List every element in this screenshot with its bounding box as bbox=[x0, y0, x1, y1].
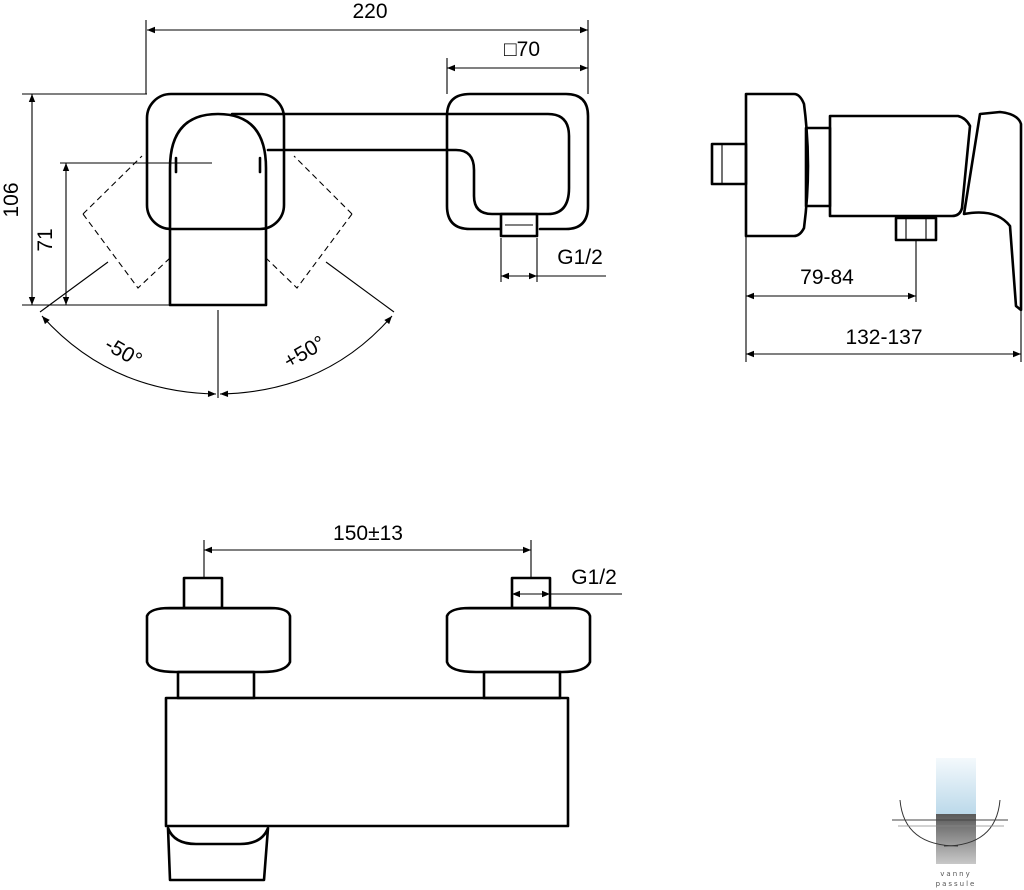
left-rosette bbox=[145, 92, 286, 231]
side-rosette bbox=[744, 92, 810, 238]
rotated-handle-right bbox=[265, 155, 353, 289]
angle-left-label: -50° bbox=[101, 333, 146, 372]
angle-arc-left bbox=[41, 315, 217, 398]
dim-150-label: 150±13 bbox=[333, 522, 403, 545]
angle-arc-right bbox=[219, 315, 393, 398]
logo-blue-block bbox=[936, 758, 976, 814]
side-connector bbox=[710, 142, 748, 186]
connector-stub bbox=[499, 212, 539, 238]
front-left-neck bbox=[176, 670, 256, 700]
side-view: 79-84 132-137 bbox=[710, 92, 1023, 362]
front-body bbox=[164, 696, 570, 828]
front-right-neck bbox=[482, 670, 562, 700]
right-rosette bbox=[445, 92, 590, 231]
front-left-rosette bbox=[145, 606, 292, 674]
dim-g12-top-label: G1/2 bbox=[557, 246, 603, 269]
spout-arm bbox=[230, 112, 571, 216]
dim-220-label: 220 bbox=[352, 0, 387, 23]
front-left-stub bbox=[182, 576, 224, 610]
dim-106-label: 106 bbox=[0, 182, 23, 217]
side-bottom-connector bbox=[894, 216, 938, 242]
logo-text-line1: vanny bbox=[940, 870, 971, 878]
logo-text-line2: passule bbox=[936, 880, 977, 888]
dim-g12-front-label: G1/2 bbox=[571, 566, 617, 589]
dim-132-137-label: 132-137 bbox=[845, 326, 922, 349]
front-lever bbox=[166, 826, 270, 882]
dim-79-84-label: 79-84 bbox=[800, 266, 854, 289]
front-right-rosette bbox=[445, 606, 592, 674]
lever-handle bbox=[168, 112, 268, 307]
brand-logo: vanny passule bbox=[892, 758, 1008, 888]
front-right-stub bbox=[510, 576, 552, 610]
front-view: 150±13 G1/2 bbox=[145, 522, 622, 882]
dim-70-label: □70 bbox=[504, 38, 540, 61]
rotated-handle-left bbox=[82, 155, 171, 289]
logo-grey-block bbox=[936, 814, 976, 864]
angle-right-label: +50° bbox=[280, 331, 330, 373]
side-lever bbox=[962, 110, 1023, 312]
side-body bbox=[828, 114, 972, 218]
top-view: 220 □70 106 71 G1/2 -50° +50° bbox=[0, 0, 606, 398]
side-neck bbox=[804, 126, 832, 208]
dim-71-label: 71 bbox=[34, 228, 57, 251]
